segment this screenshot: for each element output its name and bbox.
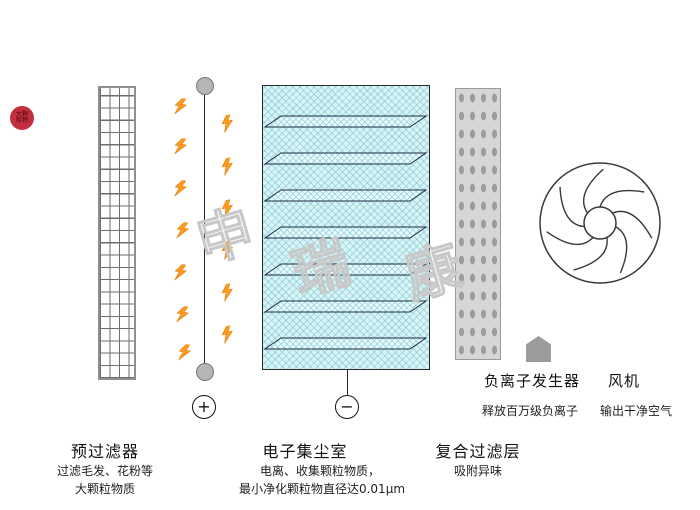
lightning-icon bbox=[177, 343, 193, 362]
collector-chamber bbox=[262, 85, 430, 370]
ionizer-bottom-terminal bbox=[196, 363, 214, 381]
collector-desc-line1: 电离、收集颗粒物质， bbox=[259, 464, 380, 478]
ion-generator-icon bbox=[526, 336, 551, 362]
lightning-icon bbox=[173, 263, 189, 282]
composite-desc-line1: 吸附异味 bbox=[453, 464, 502, 478]
negative-electrode-stem bbox=[347, 370, 348, 396]
prefilter-desc-line2: 大颗粒物质 bbox=[74, 482, 135, 496]
lightning-icon bbox=[220, 241, 236, 260]
ion-generator-desc: 释放百万级负离子 bbox=[482, 404, 579, 418]
negative-electrode: − bbox=[335, 395, 359, 419]
fan-desc: 输出干净空气 bbox=[600, 404, 673, 418]
ionizer-top-terminal bbox=[196, 77, 214, 95]
lightning-icon bbox=[173, 137, 189, 156]
prefilter-title: 预过滤器 bbox=[70, 442, 139, 461]
lightning-icon bbox=[220, 199, 236, 218]
lightning-icon bbox=[220, 157, 236, 176]
collector-title: 电子集尘室 bbox=[262, 442, 348, 461]
prefilter-mesh bbox=[98, 86, 136, 380]
lightning-icon bbox=[220, 283, 236, 302]
lightning-icon bbox=[173, 179, 189, 198]
collector-desc-line2: 最小净化颗粒物直径达0.01μm bbox=[238, 482, 406, 496]
lightning-icon bbox=[175, 305, 191, 324]
positive-electrode: + bbox=[192, 395, 216, 419]
composite-title: 复合过滤层 bbox=[435, 442, 521, 461]
lightning-icon bbox=[175, 221, 191, 240]
ion-generator-title: 负离子发生器 bbox=[484, 372, 581, 390]
inlet-particle-badge: 大颗粒物 bbox=[10, 106, 34, 130]
fan-svg bbox=[535, 158, 665, 288]
inlet-particle-label: 大颗粒物 bbox=[15, 111, 28, 124]
ionizer-wire bbox=[204, 86, 205, 372]
composite-filter-mesh bbox=[455, 88, 501, 360]
lightning-icon bbox=[220, 114, 236, 133]
prefilter-desc-line1: 过滤毛发、花粉等 bbox=[56, 464, 153, 478]
fan-title: 风机 bbox=[608, 372, 641, 390]
lightning-icon bbox=[220, 325, 236, 344]
lightning-icon bbox=[173, 97, 189, 116]
collector-plates bbox=[263, 86, 431, 371]
